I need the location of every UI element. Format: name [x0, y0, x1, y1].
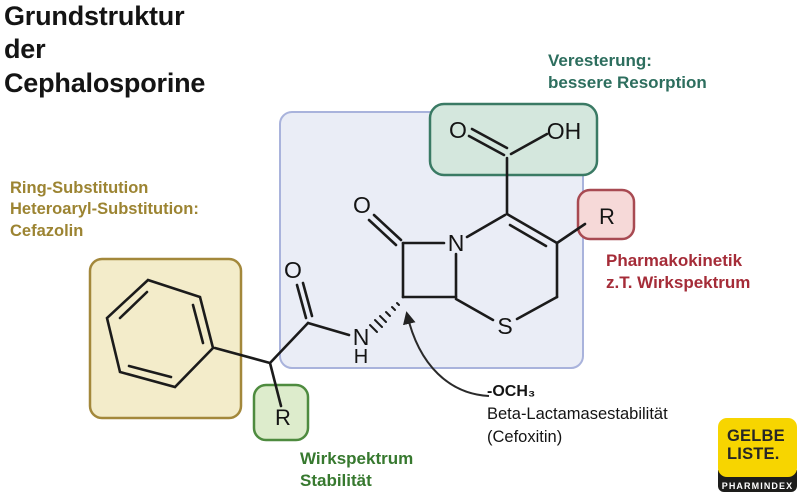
bond-group: [105, 127, 587, 408]
logo-yellow-box: GELBE LISTE.: [718, 418, 797, 477]
benzene-double-bond: [127, 364, 173, 379]
och3-pointer-arrow: [403, 311, 490, 397]
amide-c-o-bond: [295, 283, 308, 320]
annotation-pharmakokinetik: Pharmakokinetik z.T. Wirkspektrum: [606, 251, 751, 293]
atom-o-amide: O: [284, 257, 302, 283]
annotation-wirkspektrum: Wirkspektrum Stabilität: [300, 449, 414, 491]
och3-line3: (Cefoxitin): [487, 427, 563, 446]
atom-oh-cooh: OH: [547, 118, 582, 144]
bond-ch-amide: [268, 321, 310, 365]
atom-n-amide: N: [353, 324, 370, 350]
benzene-double-bond: [118, 290, 149, 320]
annotation-ring-substitution: Ring-Substitution Heteroaryl-Substitutio…: [10, 179, 199, 240]
ring-double-bond: [508, 223, 548, 248]
benzene-double-bond: [191, 303, 205, 345]
ring-bond-c4-s: [515, 295, 559, 321]
ring-bond-s-c6: [454, 297, 495, 322]
atom-h-amide: H: [354, 346, 368, 368]
cooh-c-oh-bond: [509, 132, 549, 156]
atom-n-ring: N: [448, 230, 465, 256]
bond-c3-r: [555, 222, 587, 245]
amide-c-o-bond: [301, 281, 314, 318]
page-title: Grundstruktur der Cephalosporine: [4, 1, 206, 98]
cooh-highlight-box: [428, 102, 599, 177]
r-group-right: R: [599, 204, 615, 229]
annotation-och3: -OCH₃ Beta-Lactamasestabilität (Cefoxiti…: [487, 381, 668, 449]
logo-line2: LISTE.: [727, 445, 780, 464]
och3-label: -OCH₃: [487, 383, 536, 400]
r-right-highlight-box: [576, 188, 636, 241]
lactam-c-o-bond: [367, 218, 398, 247]
ring-bond-n-c2: [465, 213, 507, 239]
gelbe-liste-logo: GELBE LISTE. PHARMINDEX: [718, 418, 797, 492]
atom-label-group: O O O OH N N H S R R: [275, 117, 615, 430]
hashed-wedge-bond: [369, 302, 400, 333]
r-group-bottom: R: [275, 405, 291, 430]
cooh-c-o-bond: [470, 127, 509, 150]
atom-s: S: [497, 313, 512, 339]
cooh-c-o-bond: [467, 134, 506, 157]
atom-o-lactam: O: [353, 192, 371, 218]
bond-benzene-ch: [213, 346, 272, 365]
benzene-ring: [105, 278, 215, 389]
r-bottom-highlight-box: [252, 383, 310, 442]
annotation-veresterung: Veresterung: bessere Resorption: [548, 51, 707, 93]
bond-amide-n: [306, 321, 351, 337]
ring-bond-c2-c3: [505, 212, 559, 245]
och3-line2: Beta-Lactamasestabilität: [487, 405, 668, 424]
bond-ch-r: [268, 361, 283, 408]
logo-line1: GELBE: [727, 427, 785, 445]
lactam-c-o-bond: [372, 213, 403, 242]
atom-o-cooh: O: [449, 117, 467, 143]
